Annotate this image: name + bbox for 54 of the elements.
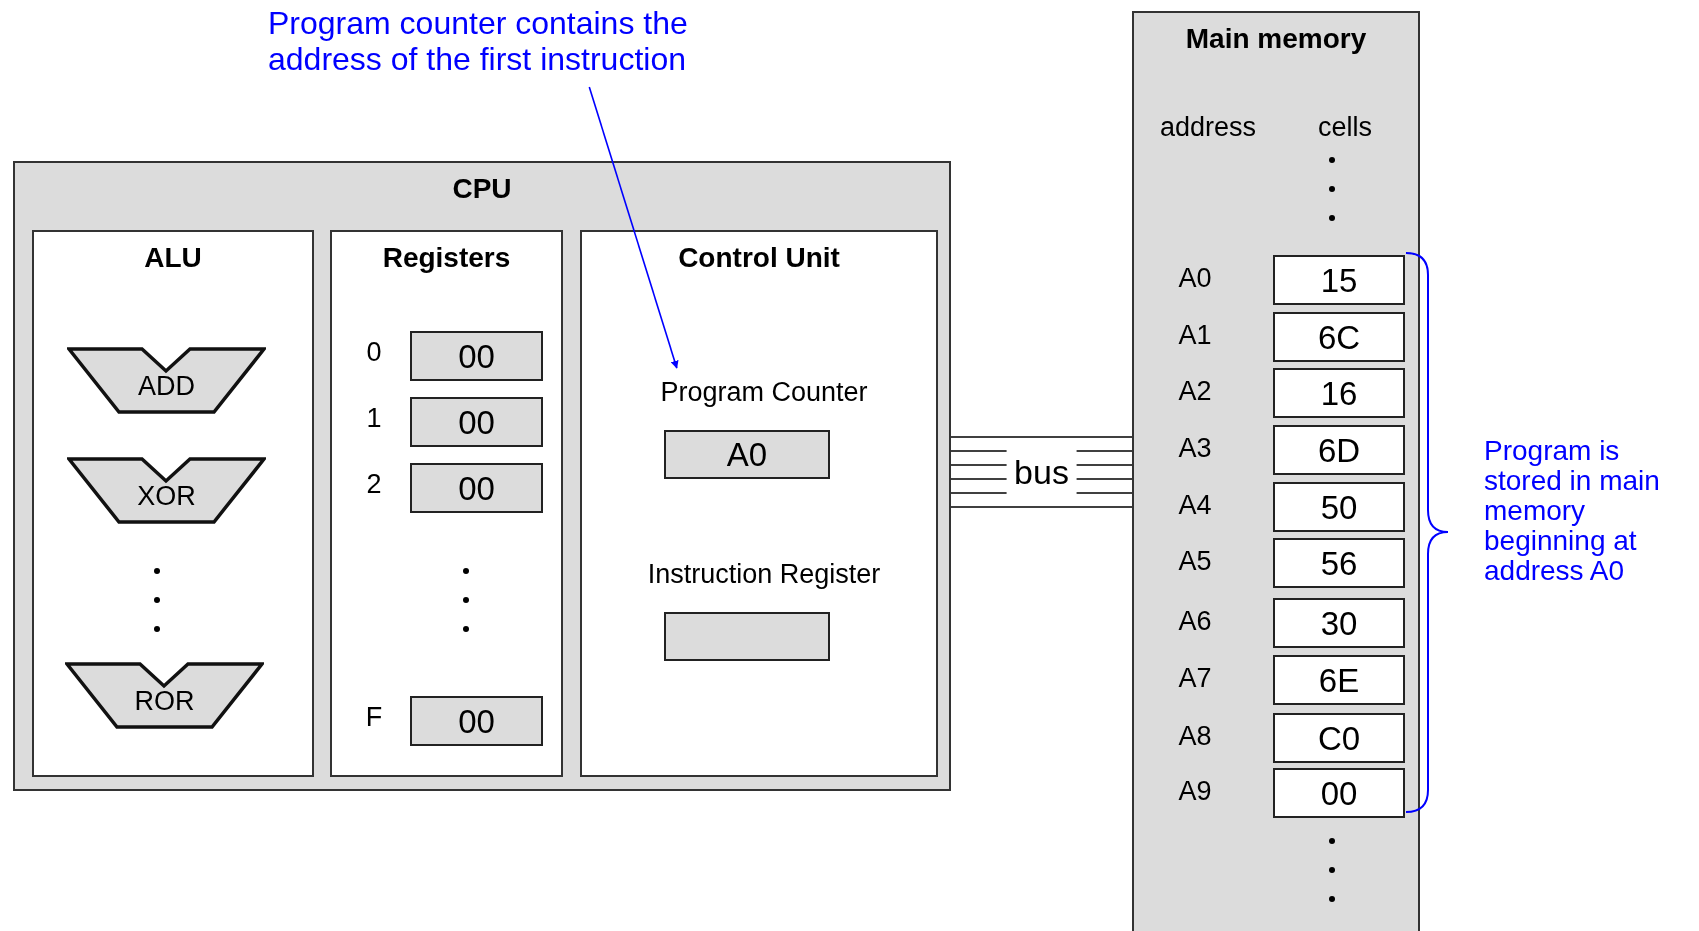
memory-cell: 16 <box>1273 368 1405 418</box>
memory-cell: 00 <box>1273 768 1405 818</box>
column-header: cells <box>1318 113 1372 141</box>
address-label: A8 <box>1178 722 1212 750</box>
address-label: A5 <box>1178 547 1212 575</box>
register-index: 1 <box>366 404 382 432</box>
memory-cell: 50 <box>1273 482 1405 532</box>
memory-cell: 30 <box>1273 598 1405 648</box>
address-label: A9 <box>1178 777 1212 805</box>
memory-cell: 6D <box>1273 425 1405 475</box>
address-label: A6 <box>1178 607 1212 635</box>
memory-cell: 6E <box>1273 655 1405 705</box>
memory-cell: 6C <box>1273 312 1405 362</box>
address-label: A0 <box>1178 264 1212 292</box>
panel-title: Control Unit <box>678 244 840 272</box>
column-header: address <box>1159 113 1257 141</box>
panel-box <box>580 230 938 777</box>
register-cell: 00 <box>410 696 543 746</box>
panel-title: ALU <box>144 244 202 272</box>
panel-box <box>330 230 563 777</box>
register-cell: 00 <box>410 463 543 513</box>
address-label: A7 <box>1178 664 1212 692</box>
address-label: A2 <box>1178 377 1212 405</box>
bus-line <box>950 436 1133 438</box>
register-field: A0 <box>664 430 830 479</box>
address-label: A4 <box>1178 491 1212 519</box>
alu-gate <box>65 662 264 729</box>
panel-title: CPU <box>452 175 512 203</box>
operation-label: ROR <box>134 688 195 715</box>
annotation-text: Program counter contains the address of the first instruction <box>268 5 689 77</box>
register-index: F <box>365 703 383 731</box>
address-label: A3 <box>1178 434 1212 462</box>
address-label: A1 <box>1178 321 1212 349</box>
memory-cell: 56 <box>1273 538 1405 588</box>
memory-cell: 15 <box>1273 255 1405 305</box>
panel-title: Main memory <box>1185 25 1367 53</box>
alu-gate <box>67 457 266 524</box>
register-label: Instruction Register <box>647 558 881 591</box>
bus-line <box>950 506 1133 508</box>
alu-gate <box>67 347 266 414</box>
panel-box <box>32 230 314 777</box>
register-cell: 00 <box>410 331 543 381</box>
arrow <box>588 86 679 369</box>
register-index: 0 <box>366 338 382 366</box>
register-cell: 00 <box>410 397 543 447</box>
operation-label: XOR <box>137 483 196 510</box>
panel-title: Registers <box>382 244 511 272</box>
register-label: Program Counter <box>660 376 868 409</box>
register-index: 2 <box>366 470 382 498</box>
memory-cell: C0 <box>1273 713 1405 763</box>
panel-box <box>13 161 951 791</box>
annotation-text: Program is stored in main memory beginning at address A0 <box>1484 436 1661 586</box>
operation-label: ADD <box>138 373 195 400</box>
memory-panel <box>1132 11 1420 931</box>
